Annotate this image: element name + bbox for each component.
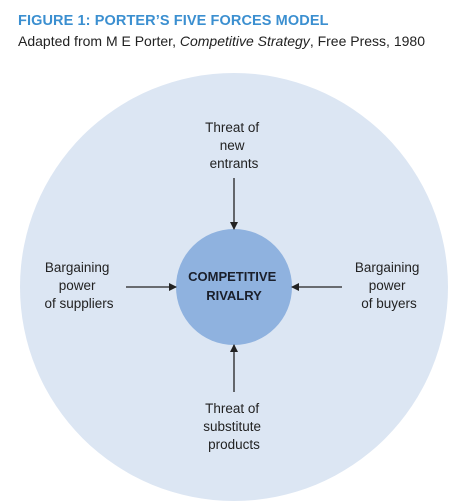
new-entrants-label-line: Threat of [205, 120, 259, 135]
competitive-rivalry-circle [176, 229, 292, 345]
substitutes-label-line: Threat of [205, 401, 259, 416]
suppliers-label-line: power [59, 278, 96, 293]
new-entrants-label: Threat of new entrants [205, 120, 263, 171]
new-entrants-label-line: entrants [210, 156, 259, 171]
subtitle-book-title: Competitive Strategy [179, 33, 310, 49]
buyers-label: Bargaining power of buyers [355, 260, 423, 311]
substitutes-label: Threat of substitute products [203, 401, 265, 452]
substitutes-label-line: products [208, 437, 260, 452]
buyers-label-line: of buyers [361, 296, 417, 311]
suppliers-label: Bargaining power of suppliers [44, 260, 113, 311]
new-entrants-label-line: new [220, 138, 245, 153]
figure-subtitle: Adapted from M E Porter, Competitive Str… [18, 33, 425, 49]
substitutes-label-line: substitute [203, 419, 261, 434]
center-label: COMPETITIVE RIVALRY [188, 269, 280, 303]
suppliers-label-line: Bargaining [45, 260, 110, 275]
center-label-line: COMPETITIVE [188, 269, 276, 284]
buyers-label-line: Bargaining [355, 260, 420, 275]
center-label-line: RIVALRY [206, 288, 262, 303]
buyers-label-line: power [369, 278, 406, 293]
suppliers-label-line: of suppliers [44, 296, 113, 311]
subtitle-suffix: , Free Press, 1980 [309, 33, 425, 49]
figure-title: FIGURE 1: PORTER’S FIVE FORCES MODEL [18, 13, 329, 29]
subtitle-prefix: Adapted from M E Porter, [18, 33, 180, 49]
